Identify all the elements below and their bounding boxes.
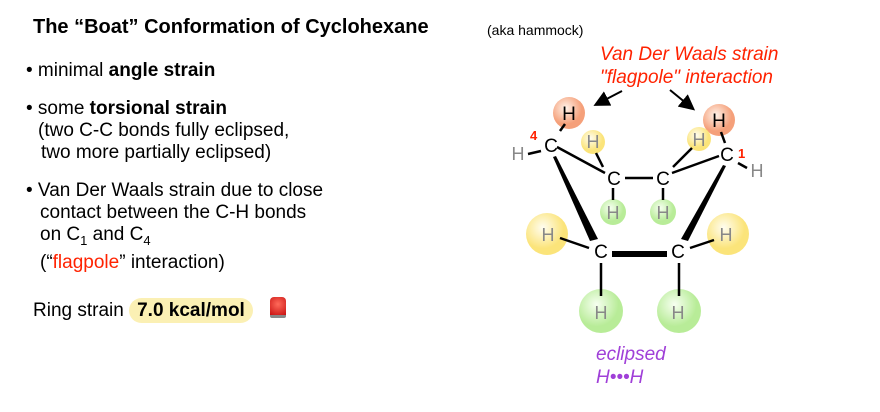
bullet-torsional-strain: • some torsional strain (two C-C bonds f… xyxy=(26,98,290,163)
carbon-c4: C xyxy=(544,136,558,157)
h-sphere xyxy=(581,130,605,154)
carbon-c1: C xyxy=(720,145,734,166)
flagpole-h-c1 xyxy=(703,104,735,136)
hydrogen: H xyxy=(672,303,685,323)
ring-strain: Ring strain 7.0 kcal/mol xyxy=(33,297,287,323)
h-sphere xyxy=(707,213,749,255)
aka-note: (aka hammock) xyxy=(487,22,584,38)
eclipsed-label: eclipsed xyxy=(596,344,667,365)
hydrogen: H xyxy=(751,161,764,181)
vdw-label: Van Der Waals strain xyxy=(600,44,778,65)
bullet-vdw-strain: • Van Der Waals strain due to close cont… xyxy=(26,180,324,273)
flagpole-label: "flagpole" interaction xyxy=(600,67,773,88)
ring-strain-value: 7.0 kcal/mol xyxy=(129,298,253,323)
hydrogen: H xyxy=(562,104,576,125)
h-sphere xyxy=(687,127,711,151)
h-sphere xyxy=(600,199,626,225)
hydrogen: H xyxy=(657,203,670,223)
h-sphere xyxy=(657,289,701,333)
bullet-angle-strain: • minimal angle strain xyxy=(26,60,216,81)
hydrogen: H xyxy=(587,132,600,152)
carbon: C xyxy=(607,169,621,190)
bonds xyxy=(527,123,748,296)
eclipsed-hh-label: H•••H xyxy=(596,367,644,388)
alarm-icon xyxy=(270,297,287,318)
hydrogen: H xyxy=(512,144,525,164)
hydrogen: H xyxy=(693,130,706,150)
arrow-left xyxy=(593,90,623,106)
carbon: C xyxy=(671,242,685,263)
wedge-bond-left xyxy=(553,156,598,241)
position-label-4: 4 xyxy=(530,128,538,143)
arrow-right xyxy=(669,89,696,111)
h-sphere xyxy=(650,199,676,225)
carbon: C xyxy=(594,242,608,263)
hydrogen: H xyxy=(595,303,608,323)
hydrogen: H xyxy=(712,111,726,132)
h-sphere xyxy=(579,289,623,333)
position-label-1: 1 xyxy=(738,146,745,161)
h-sphere xyxy=(526,213,568,255)
page-title: The “Boat” Conformation of Cyclohexane xyxy=(33,16,429,38)
wedge-bond-right xyxy=(681,165,726,241)
hydrogen: H xyxy=(720,225,733,245)
hydrogen: H xyxy=(542,225,555,245)
hydrogen: H xyxy=(607,203,620,223)
flagpole-h-c4 xyxy=(553,97,585,129)
carbon: C xyxy=(656,169,670,190)
